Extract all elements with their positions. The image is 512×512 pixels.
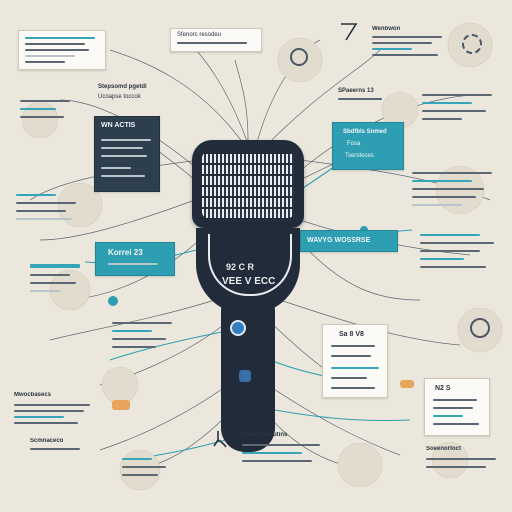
card-top-left-title: Stepsomd pgetdi — [98, 84, 147, 90]
card-top-right-title: Wenbwon — [372, 26, 401, 32]
card-panel-far-right: N2 S — [424, 378, 490, 436]
card-upper-right-row — [420, 90, 500, 130]
card-right-upper — [410, 170, 500, 220]
banner-right-label: WAVYG WOSSRSE — [307, 237, 371, 244]
card-left-lower — [110, 320, 180, 360]
card-top-left-sub: Ucoapse toccok — [98, 94, 141, 100]
card-bottom-mid: Kaeslunctrutins — [240, 432, 326, 472]
card-bottom-left-title: Mwocbasecs — [14, 392, 52, 398]
card-teal-right-sub: Fosa — [347, 141, 361, 147]
card-teal-right-title: Sbdfbls Snmed — [343, 129, 387, 135]
banner-right: WAVYG WOSSRSE — [300, 230, 398, 252]
gauge-icon — [470, 318, 490, 338]
card-panel-right: Sa 8 V8 — [322, 324, 388, 398]
card-dark-left: WN ACTIS — [94, 116, 160, 192]
card-panel-far-right-title: N2 S — [435, 385, 451, 392]
card-right-mid — [418, 232, 502, 282]
card-panel-right-title: Sa 8 V8 — [339, 331, 364, 338]
card-bottom-center-left — [120, 456, 174, 486]
card-bottom-right: Soeenortoct — [424, 446, 504, 482]
arrow-icon — [341, 23, 358, 41]
card-bottom-mid-title: Kaeslunctrutins — [242, 432, 288, 438]
microphone-handle — [221, 300, 275, 452]
card-top-center-title: Sfenorc resodeu — [177, 32, 222, 38]
card-left-mid — [14, 190, 84, 230]
card-top-right: Wenbwon — [368, 26, 448, 64]
mic-band-sub: 92 C R — [226, 262, 255, 272]
card-teal-right-sub2: Tsersteces — [345, 153, 374, 159]
teal-dot-icon — [108, 296, 118, 306]
card-bottom-right-title: Soeenortoct — [426, 446, 462, 452]
card-bottom-far-left-title: Scmnaceco — [30, 438, 64, 444]
banner-left: Korrei 23 — [95, 242, 175, 276]
orange-dot-icon — [400, 380, 414, 388]
mic-switch-icon — [230, 320, 246, 336]
gear-icon — [462, 34, 482, 54]
banner-left-label: Korrei 23 — [108, 248, 143, 257]
orange-dot-icon — [112, 400, 130, 410]
speaker-icon — [290, 48, 308, 66]
card-top-left: Stepsomd pgetdi Ucoapse toccok — [96, 82, 168, 106]
mic-band-label: VEE V ECC — [222, 276, 276, 287]
microphone-neck: 92 C R VEE V ECC — [196, 228, 300, 314]
hand-cursor-icon — [213, 431, 227, 448]
card-teal-right: Sbdfbls Snmed Fosa Tsersteces — [332, 122, 404, 170]
card-top-center: Sfenorc resodeu — [170, 28, 262, 52]
microphone-grille — [202, 152, 294, 218]
card-bottom-far-left: Scmnaceco — [28, 438, 88, 458]
card-upper-mid-left — [18, 96, 78, 124]
card-left-chart — [30, 262, 84, 302]
card-dark-left-title: WN ACTIS — [101, 122, 136, 129]
card-bottom-left: Mwocbasecs — [12, 392, 98, 436]
card-mid-right-title: SPaeerns 13 — [338, 88, 374, 94]
card-top-far-left — [18, 30, 106, 70]
card-mid-right: SPaeerns 13 — [336, 86, 392, 106]
microphone-head — [192, 140, 304, 228]
mic-badge-icon — [239, 370, 251, 382]
